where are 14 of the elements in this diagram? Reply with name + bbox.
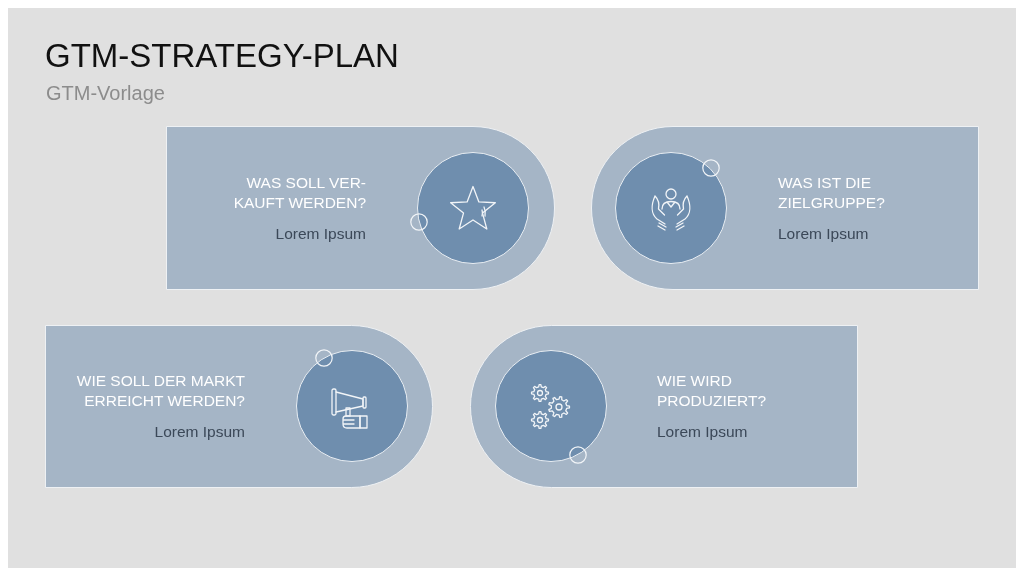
rounded-card: [591, 126, 979, 290]
card-text: Lorem Ipsum: [778, 224, 870, 244]
rounded-card: [470, 325, 858, 488]
subtitle: GTM-Vorlage: [46, 81, 165, 105]
card-heading: WAS IST DIE ZIELGRUPPE?: [778, 173, 886, 213]
card-text: Lorem Ipsum: [274, 224, 366, 244]
rounded-card: [166, 126, 555, 290]
card-text: Lorem Ipsum: [657, 422, 749, 442]
card-text: Lorem Ipsum: [153, 422, 245, 442]
card-heading: WAS SOLL VER- KAUFT WERDEN?: [232, 173, 366, 213]
card-heading: WIE WIRD PRODUZIERT?: [657, 371, 768, 411]
title: GTM-STRATEGY-PLAN: [45, 37, 399, 75]
rounded-card: [45, 325, 433, 488]
card-heading: WIE SOLL DER MARKT ERREICHT WERDEN?: [75, 371, 245, 411]
